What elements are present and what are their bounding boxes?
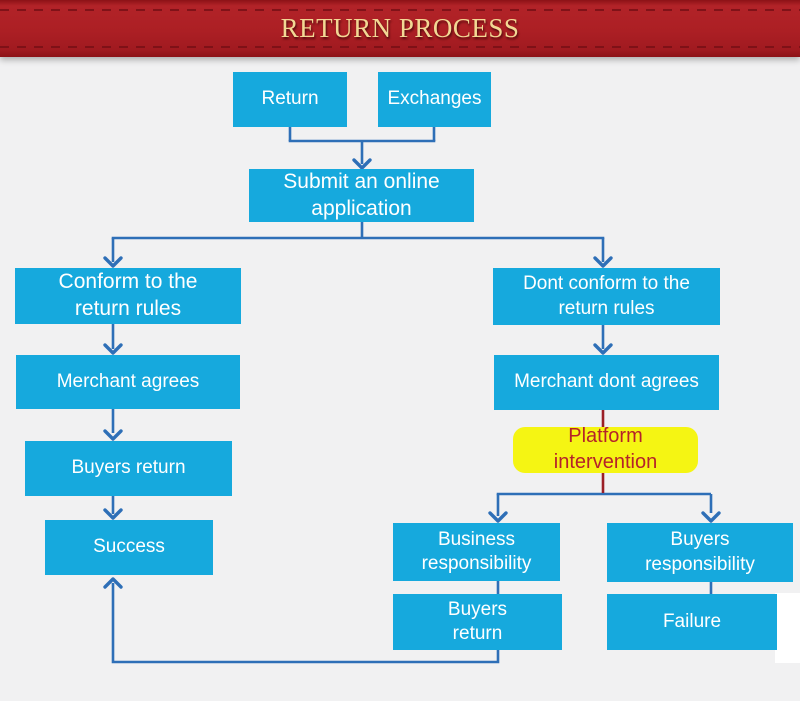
page-title: RETURN PROCESS (280, 13, 520, 43)
flow-node-submit-application: Submit an online application (249, 169, 474, 222)
flow-node-return: Return (233, 72, 347, 127)
flow-node-conform-rules: Conform to the return rules (15, 268, 241, 324)
flow-node-buyers-responsibility: Buyers responsibility (607, 523, 793, 582)
stitch-line-bottom (0, 46, 800, 48)
white-patch (775, 593, 800, 663)
title-banner: RETURN PROCESS (0, 0, 800, 57)
flow-node-merchant-agrees: Merchant agrees (16, 355, 240, 409)
flow-node-dont-conform-rules: Dont conform to the return rules (493, 268, 720, 325)
connector-arrowheads (103, 158, 721, 589)
flow-node-exchanges: Exchanges (378, 72, 491, 127)
flow-node-platform-intervention: Platform intervention (513, 425, 698, 473)
flow-node-failure: Failure (607, 594, 777, 650)
flow-node-business-responsibility: Business responsibility (393, 523, 560, 581)
flow-node-success: Success (45, 520, 213, 575)
flow-node-merchant-dont-agrees: Merchant dont agrees (494, 355, 719, 410)
flow-node-buyers-return-right: Buyers return (393, 594, 562, 650)
flow-node-buyers-return-left: Buyers return (25, 441, 232, 496)
connector-lines-blue (111, 127, 713, 664)
stitch-line-top (0, 9, 800, 11)
